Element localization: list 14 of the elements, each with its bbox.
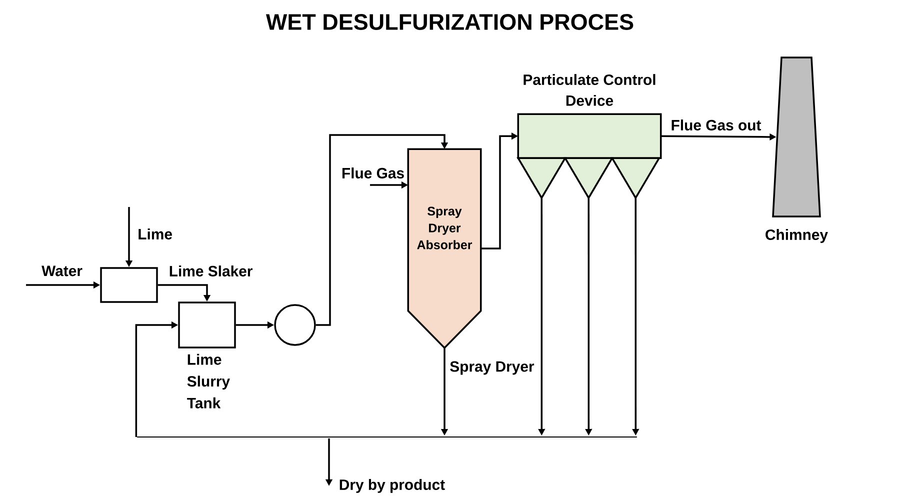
edge-label: Lime	[136, 226, 174, 242]
edge-label: Flue Gas out	[669, 118, 763, 132]
node-label: Lime Slurry Tank	[187, 354, 230, 408]
edge-label: Water	[40, 264, 84, 278]
node-label: Chimney	[766, 229, 828, 243]
edge-label: Spray Dryer	[448, 359, 536, 376]
edge-label: Flue Gas	[340, 166, 406, 180]
title: WET DESULFURIZATION PROCES	[266, 14, 634, 30]
node-label: Lime Slaker	[170, 266, 252, 276]
absorber-vessel: Spray Dryer Absorber	[407, 148, 482, 350]
arrow	[316, 134, 448, 326]
node-label: Dry by product	[340, 479, 445, 493]
node-label: Particulate Control Device	[524, 74, 656, 106]
pump-circle	[274, 304, 316, 346]
